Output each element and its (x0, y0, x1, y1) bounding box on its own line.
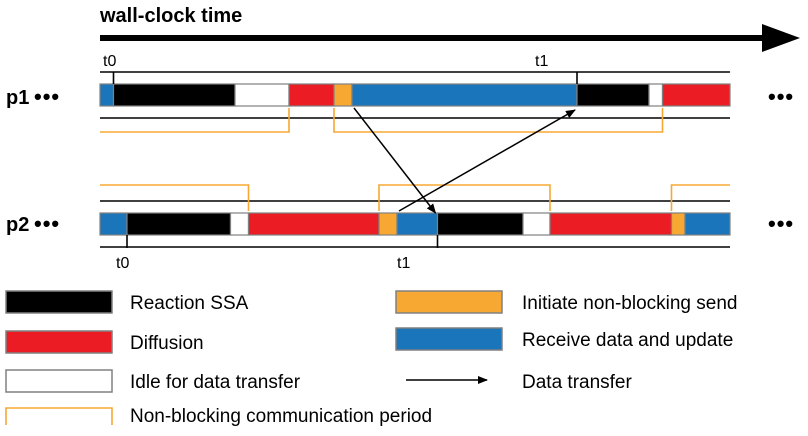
p2-comm-window (100, 184, 250, 211)
legend-swatch-comm (5, 407, 113, 425)
p2-comm-window (378, 184, 551, 211)
p2-tick-t0: t0 (116, 255, 129, 272)
timeline-content (99, 71, 731, 248)
legend-swatch-reaction (5, 290, 113, 314)
p1-segment-diffusion (288, 83, 335, 107)
p1-comm-window (333, 108, 664, 133)
p1-comm-window (100, 108, 290, 133)
legend-label-comm: Non-blocking communication period (130, 406, 432, 427)
legend: Reaction SSA Initiate non-blocking send … (5, 290, 737, 427)
p1-tick-t0: t0 (103, 53, 116, 70)
p1-ellipsis-left: ••• (34, 84, 60, 109)
legend-swatch-receive (395, 327, 503, 351)
p2-segment-receive (684, 212, 731, 236)
legend-swatch-send (395, 290, 503, 314)
p2-segment-idle (229, 212, 250, 236)
transfer-arrow-p2-to-p1 (398, 109, 576, 212)
p1-segment-send (333, 83, 353, 107)
legend-label-idle: Idle for data transfer (130, 372, 301, 393)
legend-label-receive: Receive data and update (522, 330, 733, 351)
p1-segment-receive (99, 83, 115, 107)
p1-segment-idle (234, 83, 290, 107)
legend-swatch-diffusion (5, 330, 113, 354)
p2-ellipsis-right: ••• (768, 211, 794, 236)
diagram-title: wall-clock time (99, 5, 242, 27)
p2-segment-reaction (126, 212, 232, 236)
p2-tick-t1: t1 (397, 255, 410, 272)
p2-segment-idle (522, 212, 551, 236)
p1-segment-idle (648, 83, 664, 107)
p2-comm-window (670, 184, 730, 211)
p2-segment-receive (99, 212, 128, 236)
legend-swatch-idle (5, 369, 113, 393)
p1-segment-receive (351, 83, 578, 107)
p1-segment-diffusion (661, 83, 731, 107)
p2-segment-send (670, 212, 686, 236)
process-label-p2: p2 (6, 214, 29, 236)
wall-clock-arrow (100, 24, 800, 52)
p2-ellipsis-left: ••• (34, 211, 60, 236)
p1-segment-reaction (112, 83, 236, 107)
legend-label-diffusion: Diffusion (130, 333, 204, 354)
legend-label-send: Initiate non-blocking send (522, 293, 737, 314)
transfer-arrow-p1-to-p2 (353, 107, 437, 214)
p2-segment-receive (396, 212, 439, 236)
p2-segment-reaction (436, 212, 524, 236)
p2-segment-diffusion (549, 212, 673, 236)
p2-segment-send (378, 212, 398, 236)
p1-segment-reaction (576, 83, 650, 107)
process-label-p1: p1 (6, 87, 29, 109)
legend-label-transfer: Data transfer (522, 372, 632, 393)
p1-ellipsis-right: ••• (768, 84, 794, 109)
p2-segment-diffusion (247, 212, 380, 236)
legend-label-reaction: Reaction SSA (130, 293, 249, 314)
p1-tick-t1: t1 (535, 53, 548, 70)
